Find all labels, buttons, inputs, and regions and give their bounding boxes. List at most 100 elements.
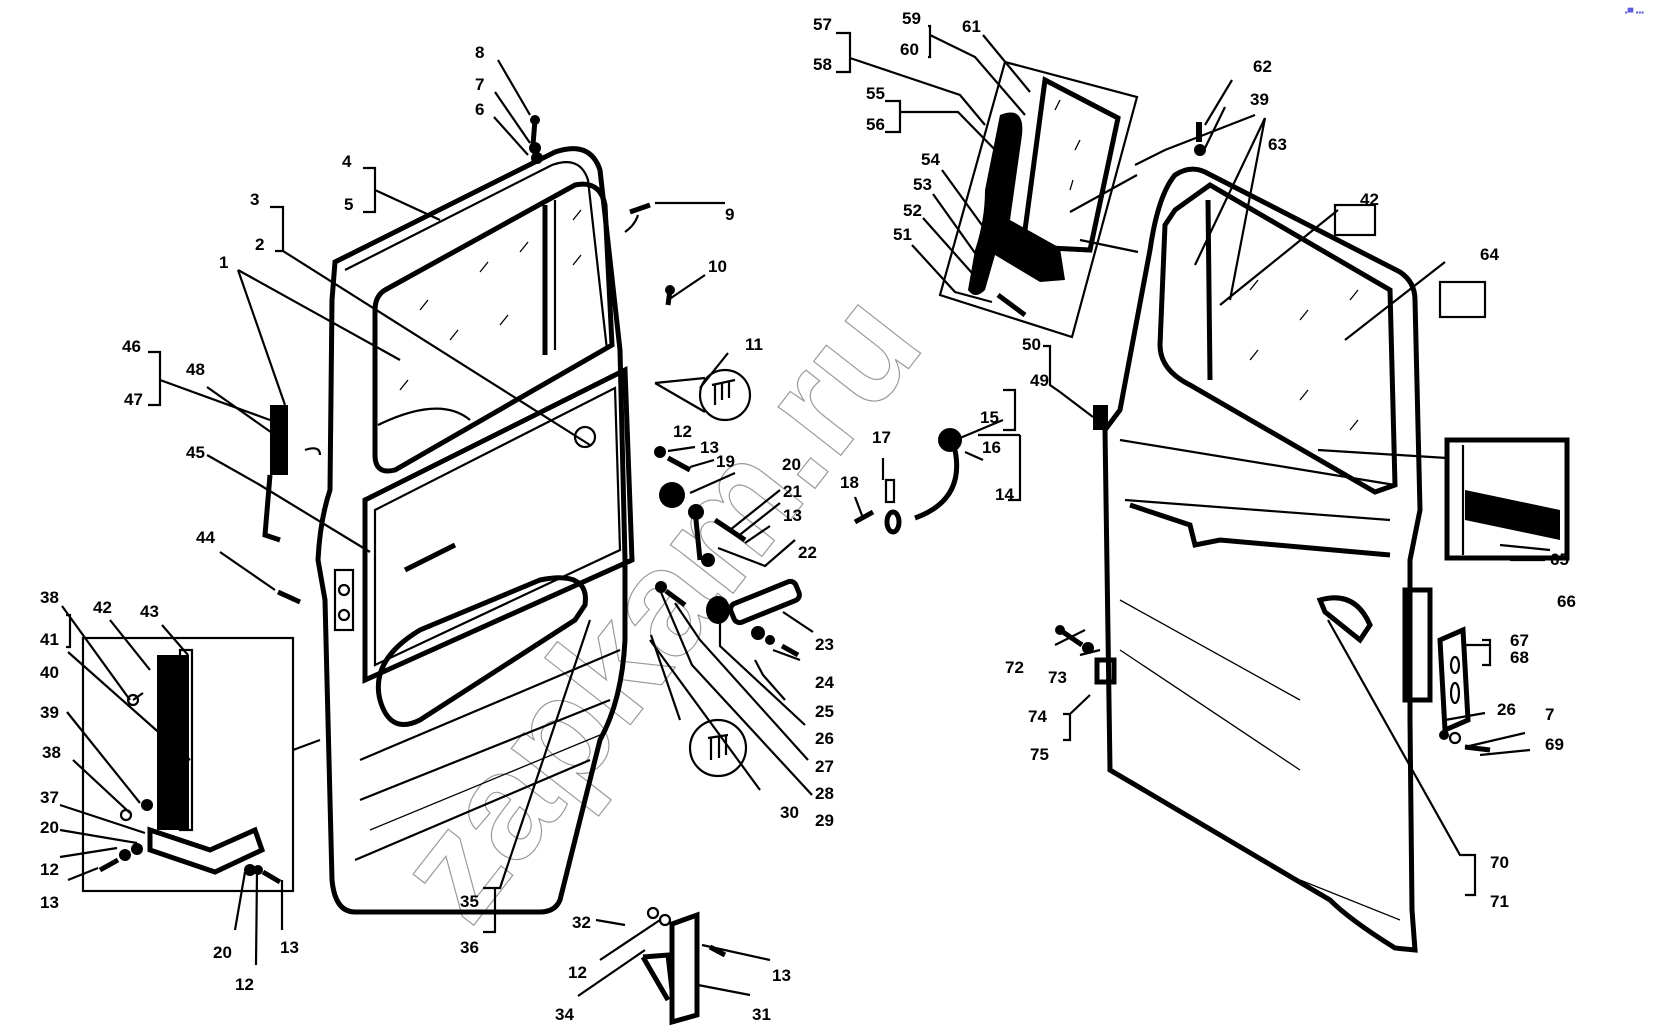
- callout-8: 8: [475, 43, 484, 62]
- callout-49: 49: [1030, 371, 1049, 390]
- callout-67: 67: [1510, 631, 1529, 650]
- callout-69: 69: [1545, 735, 1564, 754]
- callout-42b: 42: [1360, 190, 1379, 209]
- callout-3: 3: [250, 190, 259, 209]
- callout-51: 51: [893, 225, 912, 244]
- callout-12b: 12: [568, 963, 587, 982]
- callout-1: 1: [219, 253, 228, 272]
- callout-68: 68: [1510, 648, 1529, 667]
- callout-65: 65: [1550, 550, 1569, 569]
- outer-handle: [1316, 595, 1373, 644]
- corner-mark: ▪▀ ▪▪▪: [1624, 8, 1644, 17]
- callout-52: 52: [903, 201, 922, 220]
- callout-20c: 20: [213, 943, 232, 962]
- callout-61: 61: [962, 17, 981, 36]
- leader-lines: [59, 24, 1551, 997]
- callout-11: 11: [745, 335, 763, 354]
- callout-48: 48: [186, 360, 205, 379]
- hinge-detail-box: [81, 636, 295, 893]
- callout-5: 5: [344, 195, 353, 214]
- callout-60: 60: [900, 40, 919, 59]
- callout-10: 10: [708, 257, 727, 276]
- callout-46: 46: [122, 337, 141, 356]
- callout-38: 38: [40, 588, 59, 607]
- callout-59: 59: [902, 9, 921, 28]
- callout-16: 16: [982, 438, 1001, 457]
- callout-26: 26: [815, 729, 834, 748]
- callout-73: 73: [1048, 668, 1067, 687]
- callout-15: 15: [980, 408, 999, 427]
- right-door-frame: [1102, 166, 1423, 953]
- callout-2: 2: [255, 235, 264, 254]
- callout-9: 9: [725, 205, 734, 224]
- left-small-parts: [529, 115, 962, 778]
- callout-57: 57: [813, 15, 832, 34]
- callout-labels: 1 2 3 4 5 6 7 8 9 10 11 12 13 14 15 16 1…: [40, 9, 1576, 1024]
- callout-58: 58: [813, 55, 832, 74]
- callout-31: 31: [752, 1005, 771, 1024]
- callout-44: 44: [196, 528, 215, 547]
- callout-28: 28: [815, 784, 834, 803]
- callout-39b: 39: [1250, 90, 1269, 109]
- callout-7b: 7: [1545, 705, 1554, 724]
- armrest-opening: [375, 575, 588, 727]
- callout-36: 36: [460, 938, 479, 957]
- callout-71: 71: [1490, 892, 1509, 911]
- callout-12: 12: [673, 422, 692, 441]
- window-detail-box: [938, 60, 1139, 339]
- callout-35: 35: [460, 892, 479, 911]
- callout-12c: 12: [40, 860, 59, 879]
- callout-23: 23: [815, 635, 834, 654]
- callout-24: 24: [815, 673, 834, 692]
- right-window-hatch: [1249, 279, 1359, 431]
- callout-70: 70: [1490, 853, 1509, 872]
- callout-39: 39: [40, 703, 59, 722]
- callout-64: 64: [1480, 245, 1499, 264]
- window-regulator-detail: [938, 60, 1139, 339]
- left-door-frame: [315, 146, 628, 915]
- callout-34: 34: [555, 1005, 574, 1024]
- callout-47: 47: [124, 390, 143, 409]
- left-door-window-frame: [372, 181, 615, 474]
- right-door-assembly: [1055, 122, 1570, 953]
- callout-56: 56: [866, 115, 885, 134]
- callout-12d: 12: [235, 975, 254, 994]
- clip-detail-11: [698, 368, 752, 422]
- callout-19: 19: [716, 452, 735, 471]
- hinge-detail: [81, 405, 322, 893]
- callout-32: 32: [572, 913, 591, 932]
- callout-72: 72: [1005, 658, 1024, 677]
- callout-40: 40: [40, 663, 59, 682]
- callout-26b: 26: [1497, 700, 1516, 719]
- right-door-window: [1157, 182, 1398, 495]
- callout-38b: 38: [42, 743, 61, 762]
- callout-25: 25: [815, 702, 834, 721]
- callout-43: 43: [140, 602, 159, 621]
- callout-17: 17: [872, 428, 891, 447]
- window-glass-hatch: [399, 209, 582, 391]
- callout-27: 27: [815, 757, 834, 776]
- callout-13: 13: [700, 438, 719, 457]
- callout-29: 29: [815, 811, 834, 830]
- callout-41: 41: [40, 630, 59, 649]
- callout-13d: 13: [40, 893, 59, 912]
- callout-54: 54: [921, 150, 940, 169]
- callout-7: 7: [475, 75, 484, 94]
- callout-74: 74: [1028, 707, 1047, 726]
- callout-30: 30: [780, 803, 799, 822]
- callout-22: 22: [798, 543, 817, 562]
- detail-box-64: [1438, 280, 1487, 319]
- callout-62: 62: [1253, 57, 1272, 76]
- callout-21: 21: [783, 482, 802, 501]
- detail-box-65-66: [1444, 437, 1570, 561]
- callout-55: 55: [866, 84, 885, 103]
- lock-knob: [573, 425, 597, 449]
- callout-14: 14: [995, 485, 1014, 504]
- callout-13c: 13: [772, 966, 791, 985]
- callout-4: 4: [342, 152, 352, 171]
- callout-63: 63: [1268, 135, 1287, 154]
- callout-53: 53: [913, 175, 932, 194]
- clip-detail-30: [688, 718, 748, 778]
- callout-50: 50: [1022, 335, 1041, 354]
